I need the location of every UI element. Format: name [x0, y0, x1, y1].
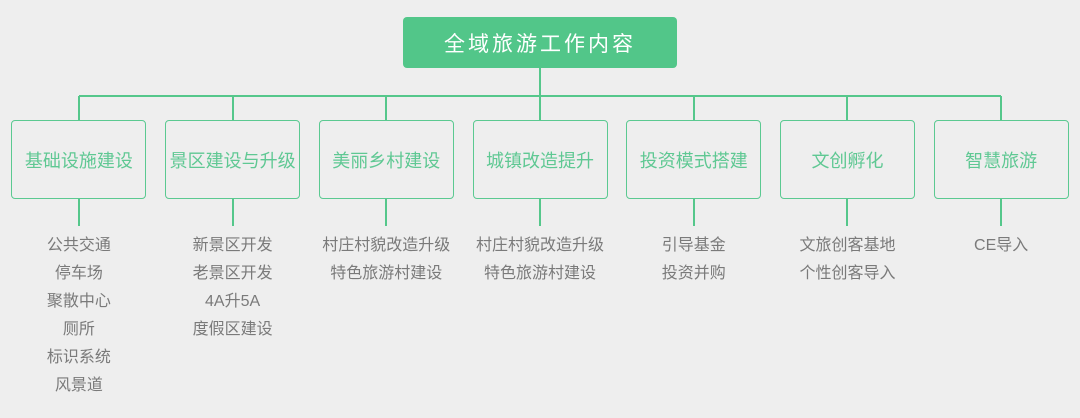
sub-item: 村庄村貌改造升级: [476, 237, 605, 254]
connector-drop-line: [539, 96, 542, 120]
sub-item: 风景道: [54, 377, 103, 394]
sub-item: 特色旅游村建设: [330, 265, 443, 282]
sub-item: 个性创客导入: [799, 265, 896, 282]
branch-node: 投资模式搭建: [626, 120, 762, 199]
sub-item: 新景区开发: [192, 237, 273, 254]
connector-drop-line: [846, 96, 849, 120]
connector-stub-line: [77, 199, 80, 226]
connector-stub-line: [385, 199, 388, 226]
branch-column-beautiful-village: 美丽乡村建设 村庄村貌改造升级 特色旅游村建设: [309, 96, 463, 400]
connector-drop-line: [692, 96, 695, 120]
sub-item: 度假区建设: [192, 321, 273, 338]
branch-node: 美丽乡村建设: [318, 120, 454, 199]
connector-drop-line: [1000, 96, 1003, 120]
connector-stub-line: [231, 199, 234, 226]
sub-item-list: 引导基金 投资并购: [617, 232, 771, 288]
sub-item: 聚散中心: [46, 293, 111, 310]
connector-drop-line: [77, 96, 80, 120]
sub-item-list: 村庄村貌改造升级 特色旅游村建设: [463, 232, 617, 288]
sub-item-list: 新景区开发 老景区开发 4A升5A 度假区建设: [156, 232, 310, 344]
connector-stub-line: [539, 199, 542, 226]
connector-drop-line: [231, 96, 234, 120]
sub-item-list: CE导入: [924, 232, 1078, 260]
connector-stub-line: [1000, 199, 1003, 226]
sub-item: 停车场: [54, 265, 103, 282]
branch-node: 基础设施建设: [11, 120, 147, 199]
connector-drop-line: [385, 96, 388, 120]
branch-column-smart-tourism: 智慧旅游 CE导入: [924, 96, 1078, 400]
sub-item: 村庄村貌改造升级: [322, 237, 451, 254]
sub-item: 4A升5A: [205, 293, 261, 310]
sub-item: 厕所: [62, 321, 95, 338]
branch-column-cultural-incubation: 文创孵化 文旅创客基地 个性创客导入: [771, 96, 925, 400]
sub-item: 文旅创客基地: [799, 237, 896, 254]
branch-node: 城镇改造提升: [472, 120, 608, 199]
sub-item: 特色旅游村建设: [484, 265, 597, 282]
sub-item: CE导入: [974, 237, 1029, 254]
sub-item: 老景区开发: [192, 265, 273, 282]
sub-item-list: 村庄村貌改造升级 特色旅游村建设: [309, 232, 463, 288]
sub-item: 投资并购: [661, 265, 726, 282]
branch-node: 智慧旅游: [933, 120, 1069, 199]
branch-column-infrastructure: 基础设施建设 公共交通 停车场 聚散中心 厕所 标识系统 风景道: [2, 96, 156, 400]
branch-node: 文创孵化: [779, 120, 915, 199]
sub-item: 公共交通: [46, 237, 111, 254]
connector-root-stub: [539, 68, 541, 96]
branch-column-scenic-area: 景区建设与升级 新景区开发 老景区开发 4A升5A 度假区建设: [156, 96, 310, 400]
branch-node: 景区建设与升级: [165, 120, 301, 199]
connector-stub-line: [846, 199, 849, 226]
sub-item-list: 文旅创客基地 个性创客导入: [771, 232, 925, 288]
branch-columns: 基础设施建设 公共交通 停车场 聚散中心 厕所 标识系统 风景道 景区建设与升级…: [0, 96, 1080, 400]
root-node: 全域旅游工作内容: [403, 17, 677, 68]
connector-stub-line: [692, 199, 695, 226]
sub-item-list: 公共交通 停车场 聚散中心 厕所 标识系统 风景道: [2, 232, 156, 400]
branch-column-town-renovation: 城镇改造提升 村庄村貌改造升级 特色旅游村建设: [463, 96, 617, 400]
sub-item: 标识系统: [46, 349, 111, 366]
sub-item: 引导基金: [661, 237, 726, 254]
branch-column-investment-model: 投资模式搭建 引导基金 投资并购: [617, 96, 771, 400]
